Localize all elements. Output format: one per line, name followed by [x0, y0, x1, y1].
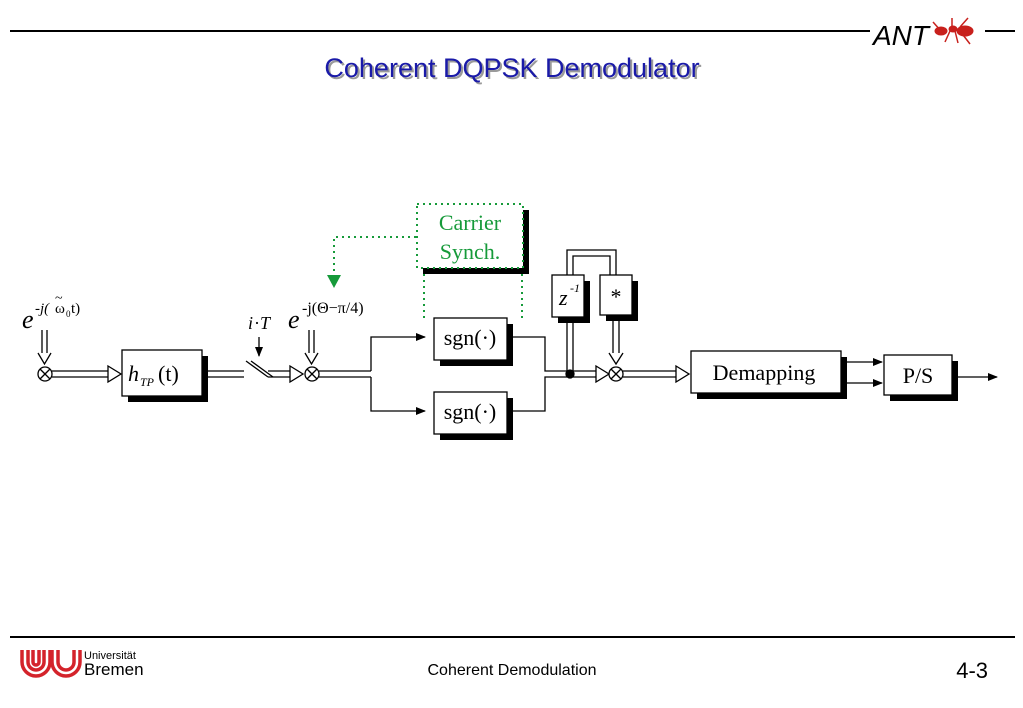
input-osc-arrow — [37, 330, 52, 366]
footer-center-title: Coherent Demodulation — [428, 662, 597, 679]
sgn-upper-block: sgn(·) — [433, 317, 513, 366]
uni-line1: Universität — [84, 650, 136, 662]
ant-insect-icon — [932, 17, 974, 45]
phase-exp: -j(Θ−π/4) — [302, 300, 364, 317]
delay-branch — [565, 249, 617, 379]
input-oscillator-label: e -j( ~ ω 0 t) — [22, 291, 80, 334]
uni-line2: Bremen — [84, 660, 144, 679]
bus-filter-sampler — [208, 370, 244, 378]
input-osc-exp-suffix: t) — [71, 301, 80, 317]
sampler-T: T — [260, 313, 272, 333]
filter-h: h — [128, 361, 139, 386]
input-osc-tilde: ~ — [55, 291, 63, 306]
conjugate-label: * — [611, 284, 622, 309]
carrier-synch-feedback — [327, 236, 416, 288]
sgn-upper-label: sgn(·) — [444, 325, 497, 350]
footer: Universität Bremen Coherent Demodulation… — [10, 636, 1015, 683]
sgn-lower-label: sgn(·) — [444, 399, 497, 424]
input-osc-e: e — [22, 305, 34, 334]
demapping-label: Demapping — [713, 360, 816, 385]
filter-arg: (t) — [158, 361, 179, 386]
mixer-1-icon — [37, 366, 53, 382]
sampler-dot: · — [254, 313, 260, 333]
mixer-2-icon — [304, 366, 320, 382]
ant-logo: ANT — [871, 17, 974, 51]
bus-mixer1-filter — [52, 364, 123, 384]
bus-mixer2-split — [319, 333, 426, 415]
delay-exp: -1 — [570, 281, 580, 295]
conj-arrow — [608, 315, 624, 366]
bus-mixer3-demapping — [623, 364, 691, 384]
filter-sub: TP — [140, 375, 155, 389]
ant-logo-text: ANT — [871, 20, 931, 51]
ps-label: P/S — [903, 363, 934, 388]
phase-corr-arrow — [304, 330, 319, 366]
parallel-serial-block: P/S — [883, 354, 958, 401]
delay-block: z -1 — [551, 274, 590, 323]
input-osc-sub: 0 — [66, 309, 71, 319]
sgn-lower-block: sgn(·) — [433, 391, 513, 440]
phase-correction-label: e -j(Θ−π/4) — [288, 300, 364, 334]
conjugate-block: * — [599, 274, 638, 321]
mixer-3-icon — [608, 366, 624, 382]
carrier-synch-line2: Synch. — [440, 239, 501, 264]
input-osc-omega: ω — [55, 301, 65, 317]
sampler-i: i — [248, 313, 253, 333]
page-title-shadow: Coherent DQPSK Demodulator — [326, 55, 701, 85]
university-logo-icon — [20, 650, 82, 678]
input-osc-exp-prefix: -j( — [35, 301, 50, 317]
block-diagram: e -j( ~ ω 0 t) — [22, 203, 998, 440]
bus-sgn-merge — [513, 336, 611, 412]
sampler-switch-icon — [245, 337, 305, 384]
page-title: Coherent DQPSK Demodulator — [324, 53, 699, 83]
lowpass-filter-block: h TP (t) — [121, 349, 208, 402]
carrier-synch-line1: Carrier — [439, 210, 502, 235]
header: ANT Coherent DQPSK Demodulator Coherent … — [10, 17, 1015, 85]
sampler-label: i · T — [248, 313, 272, 333]
page-number: 4-3 — [956, 658, 988, 683]
delay-z: z — [558, 285, 568, 310]
bus-demapping-ps — [847, 358, 883, 387]
carrier-synch-block: Carrier Synch. — [416, 203, 529, 274]
phase-e: e — [288, 305, 300, 334]
demapping-block: Demapping — [690, 350, 847, 399]
